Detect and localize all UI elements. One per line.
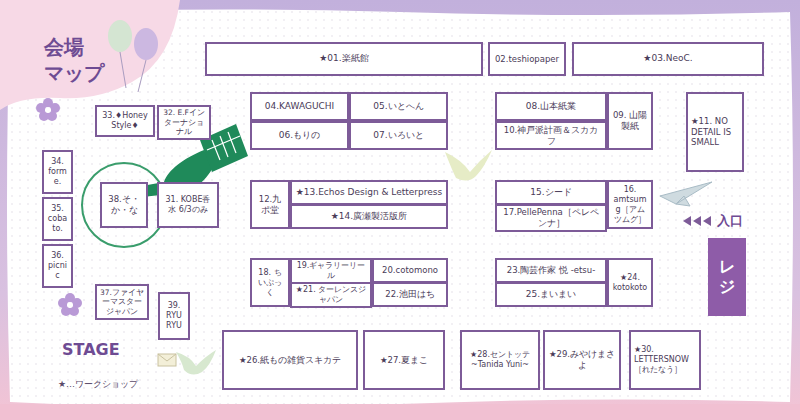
booth-box: 18. ちいぷっく [250, 258, 290, 307]
booth-name: 23.陶芸作家 悦 -etsu- [507, 265, 595, 276]
booth-name: 37.ファイヤーマスタージャパン [100, 288, 144, 316]
booth-name: 15.シード [530, 187, 571, 198]
booth-box: 35. cobato. [42, 197, 73, 241]
booth-box: 37.ファイヤーマスタージャパン [95, 284, 149, 320]
booth-box: 04.KAWAGUCHI [250, 92, 349, 121]
booth-box: 19.ギャラリーリール [290, 258, 372, 284]
booth-name: 22.池田はち [385, 289, 435, 300]
booth-box: ★26.紙もの雑貨スキカテ [222, 330, 358, 390]
booth-box: 22.池田はち [372, 282, 448, 307]
booth-box: 34. forme. [42, 150, 73, 194]
bird [176, 350, 216, 375]
booth-name: ★29.みやけまさよ [548, 349, 616, 370]
booth-box: 09. 山陽製紙 [607, 92, 653, 150]
register-booth: レジ [708, 238, 746, 316]
booth-box: 07.いろいと [349, 121, 448, 150]
booth-name: 05.いとへん [373, 101, 423, 112]
booth-name: 19.ギャラリーリール [295, 261, 367, 281]
booth-box: ★13.Echos Design & Letterpress [290, 180, 448, 205]
booth-box: ★29.みやけまさよ [543, 330, 621, 390]
booth-box: 36. picnic [42, 244, 73, 288]
booth-box: ★03.NeoC. [572, 42, 764, 76]
flower [36, 98, 60, 121]
booth-box: 15.シード [495, 180, 607, 205]
workshop-note: ★…ワークショップ [58, 378, 138, 391]
booth-name: レジ [713, 257, 741, 297]
booth-box: 31. KOBE香水 6/3のみ [157, 182, 219, 228]
booth-name: ★30. LETTERSNOW ［れたなう］ [634, 345, 696, 375]
bird [445, 150, 492, 181]
booth-name: 20.cotomono [382, 265, 438, 276]
booth-name: 33.♦Honey Style♦ [100, 111, 150, 131]
booth-name: ★28.セントッテ ~Tanida Yuni~ [465, 350, 535, 370]
booth-box: 23.陶芸作家 悦 -etsu- [495, 258, 607, 283]
booth-name: ★26.紙もの雑貨スキカテ [239, 355, 341, 366]
booth-box: ★30. LETTERSNOW ［れたなう］ [629, 330, 701, 390]
stage-label: STAGE [62, 340, 120, 359]
booth-box: 20.cotomono [372, 258, 448, 283]
booth-name: 35. cobato. [47, 204, 68, 234]
flower [58, 293, 82, 316]
booth-name: ★01.楽紙館 [319, 53, 368, 64]
booth-name: 10.神戸派計画＆スカカフ [500, 125, 602, 146]
booth-box: ★21. ターレンスジャパン [290, 282, 372, 308]
booth-name: 16. amtsumg［アムツムグ］ [612, 185, 648, 225]
booth-box: 12.九ポ堂 [250, 180, 290, 229]
map-title: 会場 マップ [44, 34, 110, 86]
booth-name: 38.そ・か・な [105, 194, 143, 215]
booth-box: 39. RYU RYU [158, 292, 190, 340]
booth-box: 17.PellePenna［ペレペンナ］ [495, 204, 607, 232]
booth-name: 34. forme. [47, 157, 68, 187]
booth-name: 17.PellePenna［ペレペンナ］ [500, 207, 602, 228]
booth-name: 12.九ポ堂 [255, 194, 285, 215]
booth-box: 05.いとへん [349, 92, 448, 121]
booth-box: ★28.セントッテ ~Tanida Yuni~ [460, 330, 540, 390]
booth-name: 25.まいまい [526, 289, 576, 300]
entrance-arrows [683, 216, 711, 226]
booth-box: ★24. kotokoto [607, 258, 653, 307]
booth-name: ★13.Echos Design & Letterpress [296, 187, 442, 198]
booth-box: 38.そ・か・な [100, 182, 148, 228]
booth-name: 31. KOBE香水 6/3のみ [162, 195, 214, 215]
booth-box: ★01.楽紙館 [205, 42, 483, 76]
paper-plane [660, 182, 712, 206]
booth-box: 32. E.Fインターナショナル [157, 105, 211, 140]
booth-name: 02.teshiopaper [495, 54, 559, 65]
booth-name: 39. RYU RYU [163, 301, 185, 331]
bottom-band [0, 404, 800, 420]
booth-name: 32. E.Fインターナショナル [162, 108, 206, 136]
booth-name: 36. picnic [47, 251, 68, 281]
booth-box: 02.teshiopaper [488, 42, 566, 76]
booth-name: ★27.夏まこ [380, 355, 428, 366]
booth-name: ★21. ターレンスジャパン [295, 285, 367, 305]
booth-name: ★14.廣瀬製活版所 [331, 211, 407, 222]
booth-name: ★11. NO DETAIL IS SMALL [691, 116, 739, 148]
booth-box: ★14.廣瀬製活版所 [290, 204, 448, 229]
booth-name: 08.山本紙業 [526, 101, 576, 112]
title-blob [0, 0, 180, 110]
booth-box: 25.まいまい [495, 282, 607, 307]
booth-box: 08.山本紙業 [495, 92, 607, 121]
booth-box: 16. amtsumg［アムツムグ］ [607, 180, 653, 229]
balloons [108, 20, 158, 92]
booth-box: ★27.夏まこ [363, 330, 445, 390]
booth-name: ★24. kotokoto [612, 273, 648, 293]
envelope [158, 354, 176, 366]
entrance-label: 入口 [717, 212, 743, 230]
booth-name: 18. ちいぷっく [255, 268, 285, 298]
booth-name: 04.KAWAGUCHI [265, 101, 334, 112]
booth-name: 06.もりの [279, 130, 320, 141]
booth-name: ★03.NeoC. [643, 53, 692, 64]
booth-name: 07.いろいと [373, 130, 423, 141]
booth-box: 33.♦Honey Style♦ [95, 105, 155, 137]
booth-name: 09. 山陽製紙 [612, 110, 648, 131]
booth-box: 06.もりの [250, 121, 349, 150]
highlight-circle [82, 163, 166, 247]
booth-box: 10.神戸派計画＆スカカフ [495, 121, 607, 150]
booth-box: ★11. NO DETAIL IS SMALL [686, 92, 744, 172]
